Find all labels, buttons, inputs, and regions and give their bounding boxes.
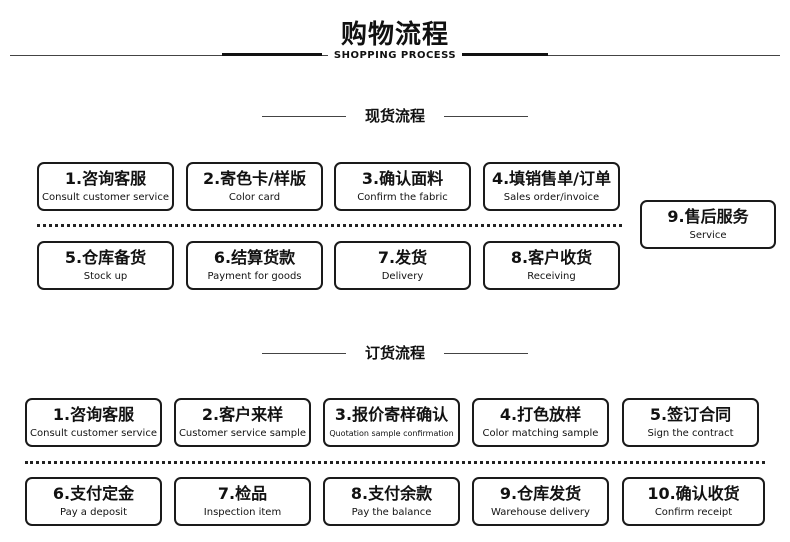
page-title: 购物流程: [340, 20, 449, 50]
step-title: 2.客户来样: [201, 404, 284, 424]
order-step-7: 7.检品 Inspection item: [174, 477, 311, 526]
page-subtitle: SHOPPING PROCESS: [0, 50, 790, 61]
step-title: 5.签订合同: [649, 404, 732, 424]
step-title: 8.客户收货: [510, 247, 593, 267]
step-subtitle: Inspection item: [203, 506, 282, 518]
step-subtitle: Pay the balance: [351, 506, 432, 518]
step-subtitle: Stock up: [83, 270, 128, 282]
step-subtitle: Color card: [228, 191, 281, 203]
order-step-4: 4.打色放样 Color matching sample: [472, 398, 609, 447]
step-title: 4.填销售单/订单: [491, 168, 612, 188]
order-step-5: 5.签订合同 Sign the contract: [622, 398, 759, 447]
step-title: 7.发货: [377, 247, 428, 267]
spot-step-6: 6.结算货款 Payment for goods: [186, 241, 323, 290]
spot-step-8: 8.客户收货 Receiving: [483, 241, 620, 290]
order-step-10: 10.确认收货 Confirm receipt: [622, 477, 765, 526]
spot-step-4: 4.填销售单/订单 Sales order/invoice: [483, 162, 620, 211]
order-dotted-divider: [25, 461, 765, 464]
spot-title-line-right: [444, 116, 528, 117]
step-title: 3.报价寄样确认: [334, 404, 449, 424]
spot-section-title: 现货流程: [364, 107, 425, 125]
order-title-line-right: [444, 353, 528, 354]
step-subtitle: Delivery: [381, 270, 424, 282]
spot-step-7: 7.发货 Delivery: [334, 241, 471, 290]
step-subtitle: Sign the contract: [647, 427, 734, 439]
step-title: 4.打色放样: [499, 404, 582, 424]
step-subtitle: Payment for goods: [207, 270, 302, 282]
order-step-2: 2.客户来样 Customer service sample: [174, 398, 311, 447]
step-subtitle: Service: [689, 229, 727, 241]
step-title: 9.售后服务: [667, 206, 749, 226]
step-title: 8.支付余款: [350, 483, 433, 503]
step-subtitle: Pay a deposit: [60, 506, 127, 518]
step-title: 7.检品: [217, 483, 268, 503]
step-subtitle: Consult customer service: [42, 191, 169, 203]
order-step-9: 9.仓库发货 Warehouse delivery: [472, 477, 609, 526]
step-subtitle: Color matching sample: [482, 427, 599, 439]
spot-step-5: 5.仓库备货 Stock up: [37, 241, 174, 290]
step-title: 1.咨询客服: [64, 168, 147, 188]
step-title: 1.咨询客服: [52, 404, 135, 424]
spot-step-9-service: 9.售后服务 Service: [640, 200, 776, 249]
step-subtitle: Consult customer service: [30, 427, 157, 439]
header-accent-left: [222, 53, 322, 56]
step-title: 9.仓库发货: [499, 483, 582, 503]
spot-step-1: 1.咨询客服 Consult customer service: [37, 162, 174, 211]
step-subtitle: Quotation sample confirmation: [329, 428, 454, 438]
spot-step-2: 2.寄色卡/样版 Color card: [186, 162, 323, 211]
order-step-6: 6.支付定金 Pay a deposit: [25, 477, 162, 526]
step-subtitle: Customer service sample: [178, 427, 307, 439]
step-subtitle: Confirm the fabric: [357, 191, 448, 203]
step-title: 3.确认面料: [361, 168, 444, 188]
step-subtitle: Receiving: [527, 270, 576, 282]
step-subtitle: Sales order/invoice: [503, 191, 600, 203]
order-step-1: 1.咨询客服 Consult customer service: [25, 398, 162, 447]
order-step-8: 8.支付余款 Pay the balance: [323, 477, 460, 526]
header-accent-right: [448, 53, 548, 56]
step-title: 6.支付定金: [52, 483, 135, 503]
spot-step-3: 3.确认面料 Confirm the fabric: [334, 162, 471, 211]
step-title: 10.确认收货: [647, 483, 740, 503]
order-step-3: 3.报价寄样确认 Quotation sample confirmation: [323, 398, 460, 447]
step-title: 2.寄色卡/样版: [202, 168, 307, 188]
order-title-line-left: [262, 353, 346, 354]
step-title: 5.仓库备货: [64, 247, 147, 267]
page-subtitle-text: SHOPPING PROCESS: [327, 50, 463, 61]
order-section-title: 订货流程: [364, 344, 425, 362]
spot-title-line-left: [262, 116, 346, 117]
step-title: 6.结算货款: [213, 247, 296, 267]
step-subtitle: Confirm receipt: [654, 506, 733, 518]
step-subtitle: Warehouse delivery: [491, 506, 590, 518]
spot-dotted-divider: [37, 224, 622, 227]
